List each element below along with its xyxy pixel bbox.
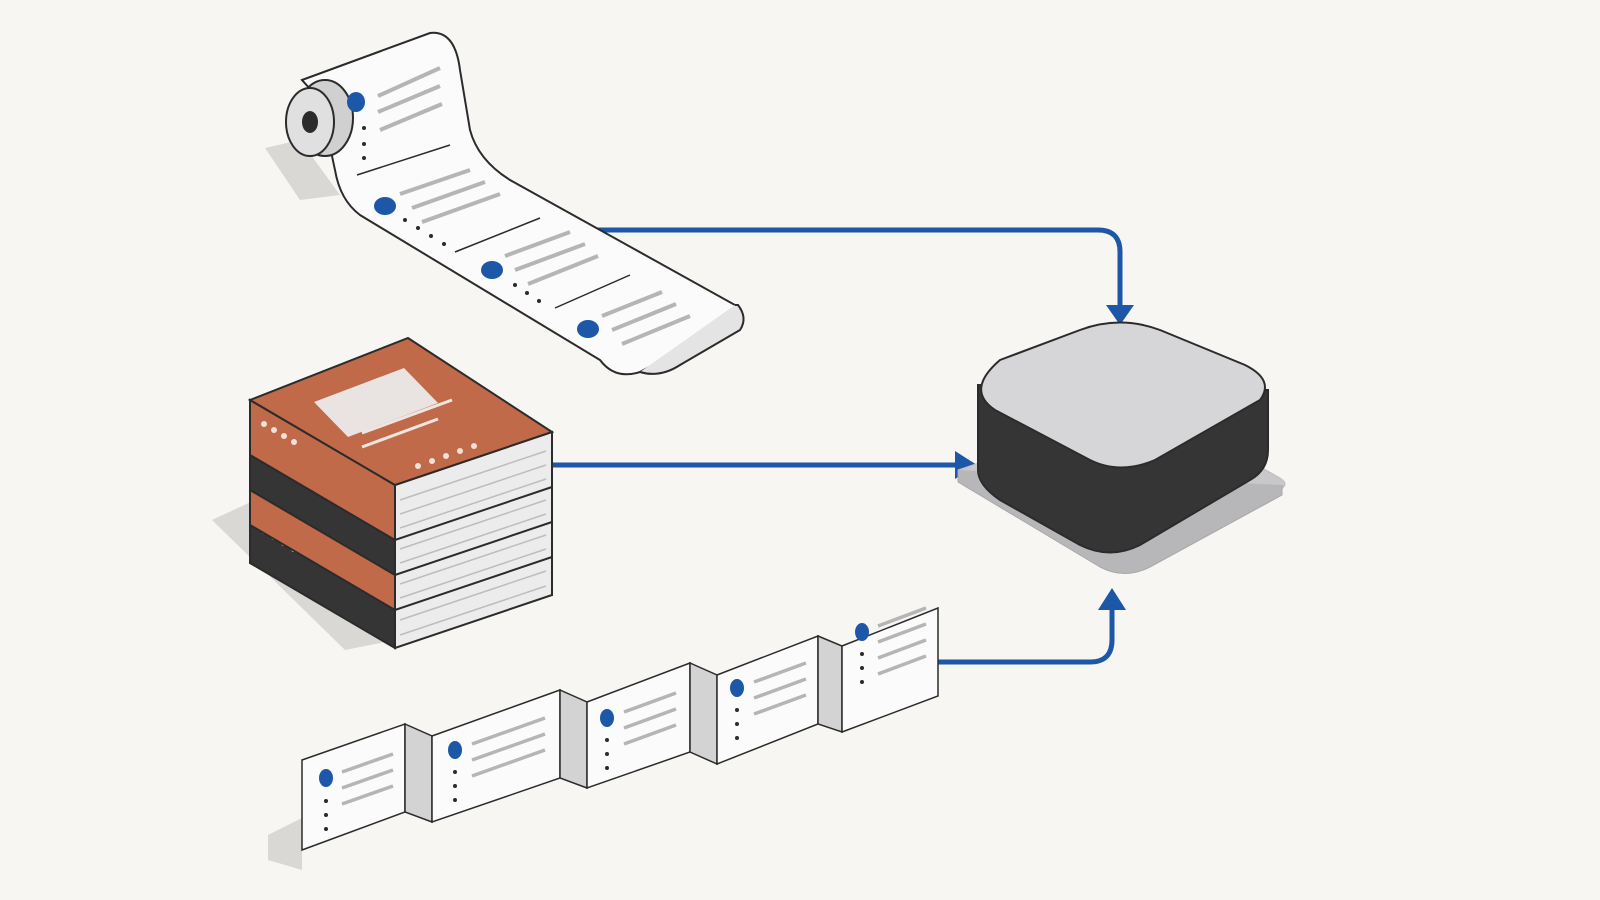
scroll-bullet — [577, 320, 599, 338]
accordion-fold — [817, 634, 843, 734]
scroll-divider — [356, 144, 451, 176]
scroll-text-line — [527, 254, 599, 286]
accordion-shadow — [268, 818, 302, 870]
accordion-panel — [716, 634, 819, 766]
scroll-shadow — [265, 140, 340, 200]
book-stack-icon — [212, 336, 555, 650]
scroll-text-line — [377, 84, 441, 114]
edge-accordion-to-hub — [938, 610, 1115, 665]
scroll-text-line — [411, 180, 486, 210]
scroll-dot — [416, 226, 420, 230]
accordion-panel — [841, 606, 939, 734]
accordion-panel — [586, 661, 691, 790]
scroll-dot — [525, 291, 529, 295]
accordion-fold — [689, 661, 718, 766]
book-cover-label — [314, 368, 438, 437]
scroll-text-line — [514, 242, 586, 272]
accordion-panel — [301, 722, 406, 852]
scroll-text-line — [377, 66, 441, 98]
scroll-curl — [639, 304, 745, 375]
scroll-bullet — [481, 261, 503, 279]
hub-top — [980, 321, 1266, 469]
edge-scroll-to-hub — [585, 227, 1123, 305]
scroll-bullet — [347, 92, 365, 112]
scroll-bullet — [374, 197, 396, 215]
scroll-divider — [454, 217, 541, 253]
book-top — [247, 336, 555, 542]
scroll-dot — [429, 234, 433, 238]
paper-scroll-icon — [265, 31, 745, 376]
scroll-roll-core — [302, 111, 318, 133]
scroll-text-line — [399, 168, 471, 196]
scroll-dot — [362, 142, 366, 146]
folded-pages-icon — [268, 606, 939, 870]
scroll-text-line — [379, 102, 443, 132]
scroll-dot — [403, 218, 407, 222]
scroll-text-line — [504, 230, 571, 258]
edges — [545, 227, 1134, 665]
scroll-divider — [554, 274, 631, 309]
scroll-text-line — [611, 302, 677, 332]
scroll-dot — [537, 299, 541, 303]
scroll-text-line — [601, 290, 663, 318]
arrowhead-scroll — [1106, 305, 1134, 325]
scroll-dot — [442, 242, 446, 246]
accordion-fold — [404, 722, 433, 824]
accordion-panel — [431, 688, 561, 824]
scroll-dot — [362, 156, 366, 160]
scroll-text-line — [621, 314, 691, 346]
scroll-dot — [513, 283, 517, 287]
rounded-block-icon — [957, 321, 1286, 574]
arrowhead-accordion — [1098, 588, 1126, 610]
accordion-fold — [559, 688, 588, 790]
scroll-dot — [362, 126, 366, 130]
scroll-text-line — [421, 192, 501, 224]
